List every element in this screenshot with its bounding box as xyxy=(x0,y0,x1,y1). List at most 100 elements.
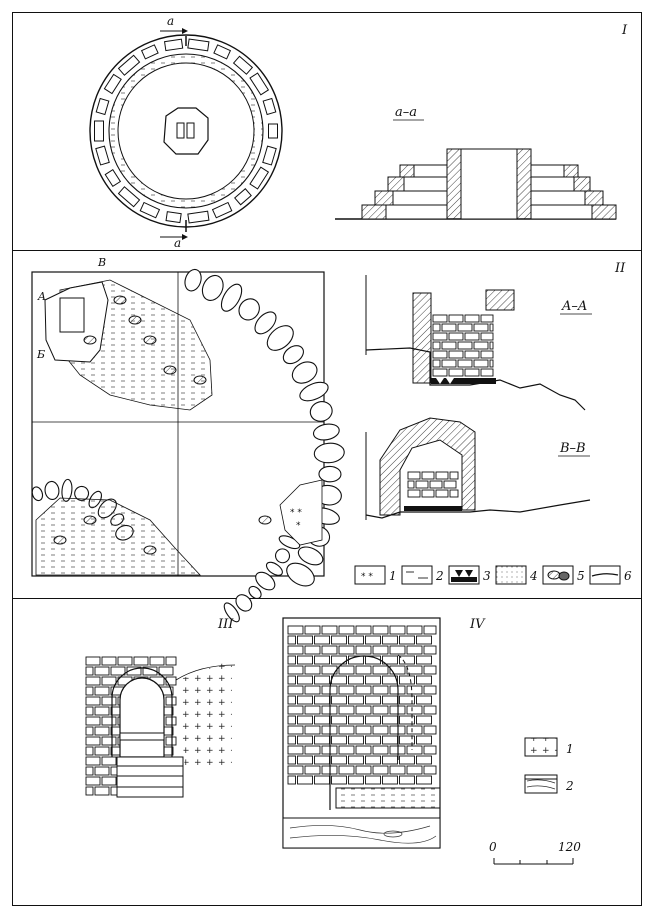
brick xyxy=(85,656,101,666)
brick xyxy=(473,341,489,350)
brick xyxy=(287,665,304,675)
brick xyxy=(165,676,177,686)
brick xyxy=(297,675,313,685)
plan-stone xyxy=(238,298,260,321)
plan-stone xyxy=(235,594,253,612)
plan-stone xyxy=(128,315,142,325)
brick xyxy=(382,735,398,745)
brick xyxy=(338,665,355,675)
panel-3-numeral: III xyxy=(217,617,234,632)
brick xyxy=(331,675,347,685)
brick xyxy=(448,332,464,341)
panel-1: I a a a–a xyxy=(89,14,628,250)
brick xyxy=(399,655,415,665)
plan-stone xyxy=(312,423,340,441)
plan-mark-b2: Б xyxy=(36,348,45,361)
ring-stone xyxy=(95,145,110,166)
plan-mark-a: A xyxy=(37,290,46,303)
brick xyxy=(304,705,321,715)
brick xyxy=(464,350,480,359)
brick xyxy=(365,715,381,725)
well-ring-plan xyxy=(89,34,283,228)
brick xyxy=(421,471,435,480)
brick xyxy=(158,666,174,676)
brick xyxy=(406,725,423,735)
brick xyxy=(365,735,381,745)
plan-stone xyxy=(309,401,333,422)
brick xyxy=(457,323,473,332)
brick xyxy=(423,625,437,635)
brick xyxy=(464,368,480,377)
plan-stone xyxy=(299,381,329,402)
plan-mark-b: B xyxy=(97,256,106,269)
brick xyxy=(480,332,494,341)
brick xyxy=(338,625,355,635)
brick xyxy=(449,489,459,498)
legend-swatch-2 xyxy=(401,565,433,585)
brick xyxy=(348,675,364,685)
brick xyxy=(304,625,321,635)
legend-small-2: 2 xyxy=(565,779,574,793)
brick xyxy=(348,635,364,645)
brick xyxy=(416,715,432,725)
brick xyxy=(407,480,415,489)
ring-stone xyxy=(249,72,270,96)
brick xyxy=(432,368,448,377)
brick xyxy=(489,359,494,368)
brick xyxy=(314,655,330,665)
brick xyxy=(489,323,494,332)
legend-label-5: 5 xyxy=(577,569,585,583)
brick xyxy=(297,775,313,785)
brick xyxy=(416,635,432,645)
brick xyxy=(149,656,165,666)
section-A-bricks xyxy=(432,314,494,377)
brick xyxy=(399,675,415,685)
section-B-B: B–B xyxy=(365,417,591,520)
brick xyxy=(297,735,313,745)
brick xyxy=(355,625,372,635)
plan-stone xyxy=(220,283,243,312)
plan-stone xyxy=(286,562,315,587)
brick xyxy=(355,725,372,735)
ring-stones xyxy=(94,38,278,224)
brick xyxy=(457,341,473,350)
section-A-A: A–A xyxy=(365,275,592,411)
ring-stone xyxy=(211,201,233,219)
brick xyxy=(448,350,464,359)
brick xyxy=(101,676,117,686)
panel-4: IV 1 2 0 120 xyxy=(282,617,581,865)
brick xyxy=(126,666,142,676)
brick xyxy=(355,745,372,755)
brick xyxy=(165,656,177,666)
plan-stone xyxy=(254,311,277,335)
brick xyxy=(297,655,313,665)
brick xyxy=(406,765,423,775)
brick xyxy=(407,471,421,480)
brick xyxy=(355,645,372,655)
brick xyxy=(435,471,449,480)
brick xyxy=(85,736,101,746)
brick xyxy=(382,775,398,785)
panel-2: II * * * B A Б A–A xyxy=(31,256,632,623)
section-B-bricks xyxy=(407,471,459,498)
brick xyxy=(441,341,457,350)
plan-stone xyxy=(274,548,291,564)
brick xyxy=(142,666,158,676)
brick xyxy=(448,314,464,323)
brick xyxy=(406,645,423,655)
legend-swatch-4 xyxy=(495,565,527,585)
brick xyxy=(287,685,304,695)
brick xyxy=(338,725,355,735)
brick xyxy=(165,696,177,706)
brick xyxy=(297,695,313,705)
brick xyxy=(423,765,437,775)
brick xyxy=(110,666,126,676)
brick xyxy=(94,706,110,716)
brick xyxy=(416,775,432,785)
plan-stone xyxy=(318,465,342,483)
brick xyxy=(287,755,296,765)
plan-stone xyxy=(193,375,207,385)
ring-stone xyxy=(187,38,210,52)
